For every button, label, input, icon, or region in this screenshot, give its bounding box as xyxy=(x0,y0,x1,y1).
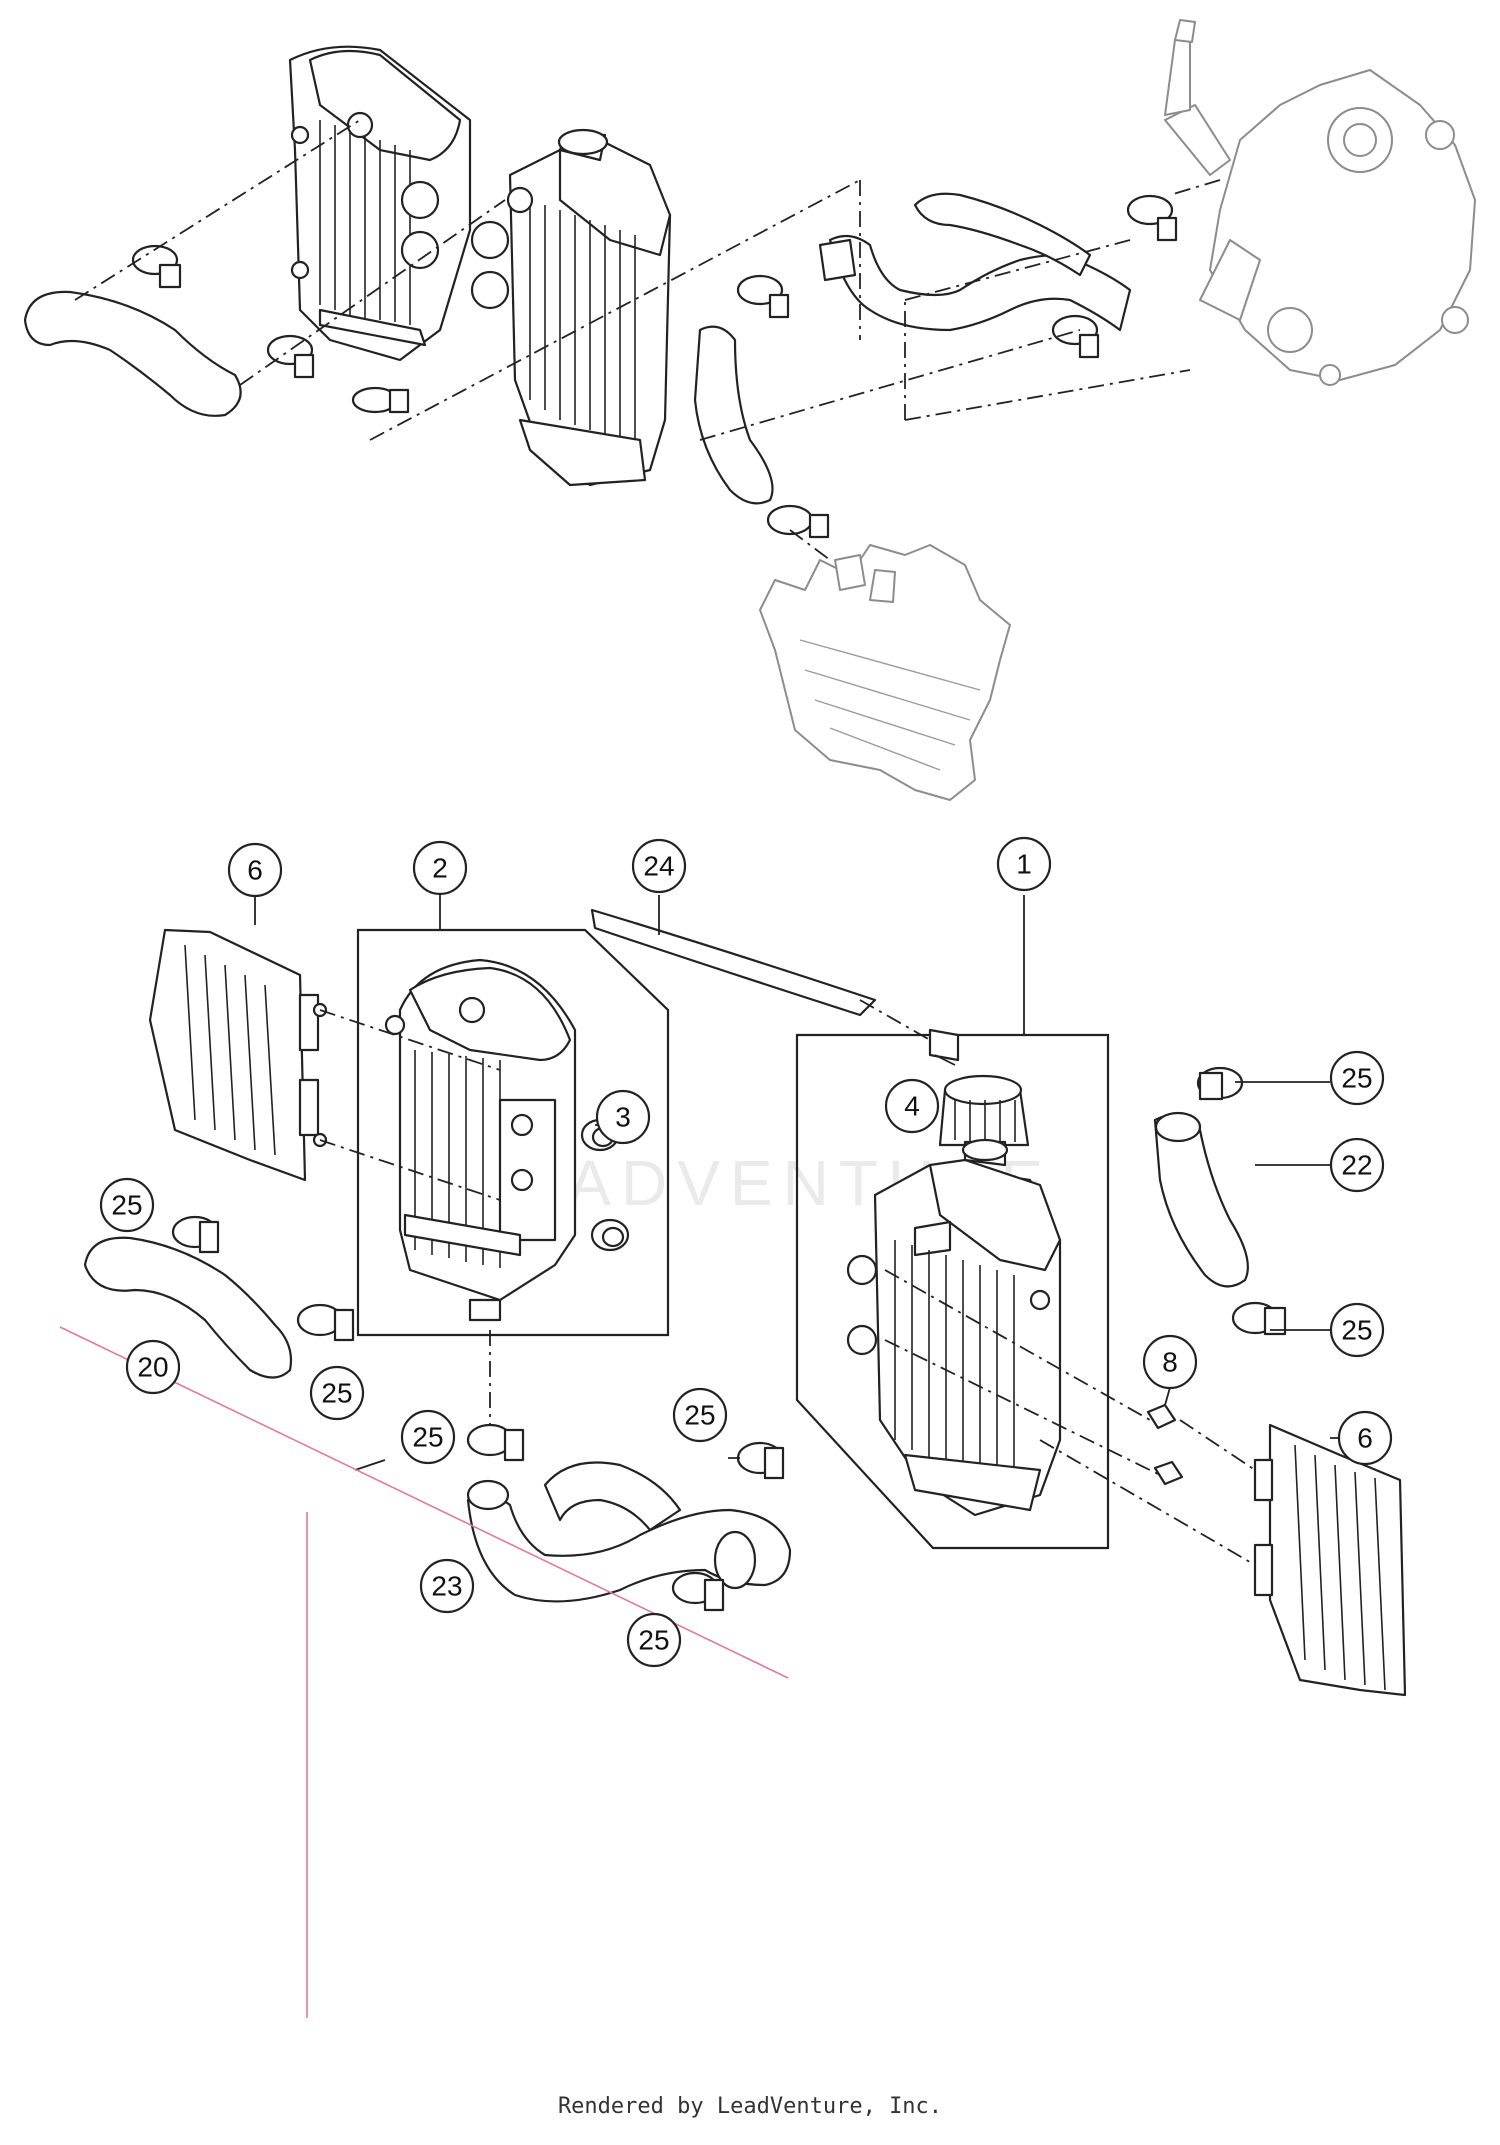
clamp-overview-group xyxy=(131,194,1178,539)
hose-cap-overview xyxy=(818,238,857,282)
svg-text:4: 4 xyxy=(904,1091,920,1122)
callout-4: 4 xyxy=(884,1078,940,1134)
bolt-8-group xyxy=(1146,1403,1184,1486)
svg-text:8: 8 xyxy=(1162,1347,1178,1378)
right-radiator-overview xyxy=(470,128,672,487)
footer-credit: Rendered by LeadVenture, Inc. xyxy=(557,2094,943,2119)
svg-text:6: 6 xyxy=(1357,1423,1373,1454)
hose-center-overview xyxy=(693,325,774,505)
radiator-left xyxy=(384,958,577,1322)
callout-25-left-lower: 25 xyxy=(309,1365,365,1421)
hose-elbow-overview xyxy=(913,192,1092,277)
svg-text:1: 1 xyxy=(1016,849,1032,880)
svg-text:25: 25 xyxy=(321,1378,352,1409)
radiator-shroud-right xyxy=(1253,1423,1407,1697)
svg-text:25: 25 xyxy=(1341,1063,1372,1094)
callout-8: 8 xyxy=(1142,1334,1198,1390)
callout-2: 2 xyxy=(412,840,468,896)
hose-20 xyxy=(83,1236,293,1379)
group-box-1 xyxy=(795,1033,1110,1550)
callout-1: 1 xyxy=(996,836,1052,892)
callout-25-left: 25 xyxy=(99,1177,155,1233)
callout-25-bottom: 25 xyxy=(626,1612,682,1668)
assembly-overview xyxy=(23,19,1476,801)
engine-cylinder xyxy=(759,544,1011,801)
filler-cap-4 xyxy=(928,1028,1030,1147)
group-box-2 xyxy=(356,928,670,1337)
left-radiator-overview xyxy=(288,45,472,362)
hose-23-end xyxy=(713,1530,757,1590)
svg-text:25: 25 xyxy=(1341,1315,1372,1346)
hose-23 xyxy=(466,1494,792,1603)
callout-25-center-upper: 25 xyxy=(672,1387,728,1443)
callout-25-center: 25 xyxy=(400,1409,456,1465)
hose-left-overview xyxy=(23,290,242,417)
callout-25-right-upper: 25 xyxy=(1329,1050,1385,1106)
exploded-view: 1 2 3 4 6 6 8 20 22 23 24 25 25 25 25 25… xyxy=(59,836,1407,2018)
svg-text:2: 2 xyxy=(432,853,448,884)
svg-text:25: 25 xyxy=(684,1400,715,1431)
callout-6-right: 6 xyxy=(1337,1410,1393,1466)
hose-23-elbow xyxy=(543,1461,682,1532)
svg-text:6: 6 xyxy=(247,855,263,886)
radiator-shroud-left xyxy=(148,928,328,1182)
callout-24: 24 xyxy=(631,838,687,894)
crankcase-cover xyxy=(1164,19,1476,386)
callout-22: 22 xyxy=(1329,1137,1385,1193)
callout-23: 23 xyxy=(419,1558,475,1614)
dash-lines-right xyxy=(859,999,1256,1566)
svg-text:23: 23 xyxy=(431,1571,462,1602)
svg-text:20: 20 xyxy=(137,1352,168,1383)
svg-text:22: 22 xyxy=(1341,1150,1372,1181)
svg-text:3: 3 xyxy=(615,1102,631,1133)
dash-lines-overview xyxy=(74,119,1221,561)
overflow-hose-24 xyxy=(590,908,877,1017)
svg-text:25: 25 xyxy=(638,1625,669,1656)
hose-22-end xyxy=(1154,1111,1202,1143)
callout-6-left: 6 xyxy=(227,842,283,898)
clamp-25-group xyxy=(171,1066,1287,1612)
callout-3: 3 xyxy=(595,1089,651,1145)
svg-text:25: 25 xyxy=(111,1190,142,1221)
svg-text:24: 24 xyxy=(643,851,674,882)
callout-20: 20 xyxy=(125,1339,181,1395)
callout-25-right-lower: 25 xyxy=(1329,1302,1385,1358)
svg-text:25: 25 xyxy=(412,1422,443,1453)
radiator-right xyxy=(846,1138,1062,1517)
